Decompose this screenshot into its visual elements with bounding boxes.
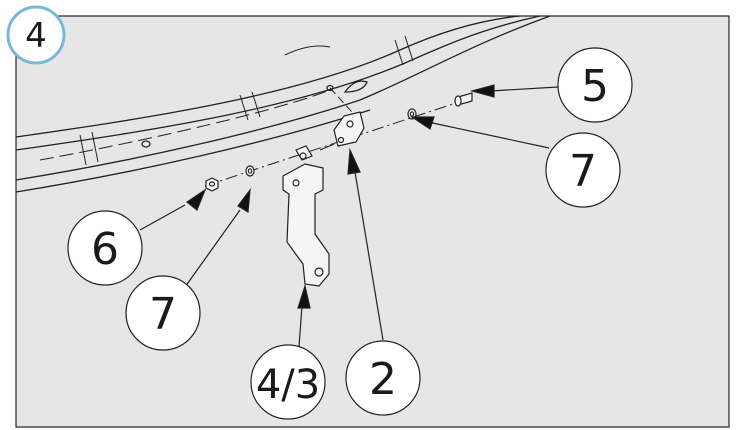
fender-outline <box>15 15 551 193</box>
bracket-4-3 <box>282 145 330 287</box>
callout-7-left-label: 7 <box>149 289 177 340</box>
callout-7-right-label: 7 <box>569 146 597 197</box>
callout-2-label: 2 <box>369 354 397 405</box>
bracket-2 <box>319 111 365 151</box>
callout-6-label: 6 <box>91 224 119 275</box>
assembly-axis-vertical <box>329 87 353 113</box>
nut-6 <box>205 177 219 192</box>
callout-2: 2 <box>345 340 421 416</box>
callout-4-3: 4/3 <box>250 344 326 420</box>
step-number: 4 <box>25 16 47 56</box>
callout-5-label: 5 <box>581 61 609 112</box>
callout-7-right: 7 <box>545 132 621 208</box>
bolt-5 <box>454 92 473 107</box>
callout-7-left: 7 <box>125 275 201 351</box>
step-badge: 4 <box>6 5 66 65</box>
callout-4-3-label: 4/3 <box>256 362 320 408</box>
leader-lines <box>139 84 559 361</box>
washer-7-left <box>245 165 255 177</box>
callout-6: 6 <box>67 210 143 286</box>
callout-5: 5 <box>557 47 633 123</box>
